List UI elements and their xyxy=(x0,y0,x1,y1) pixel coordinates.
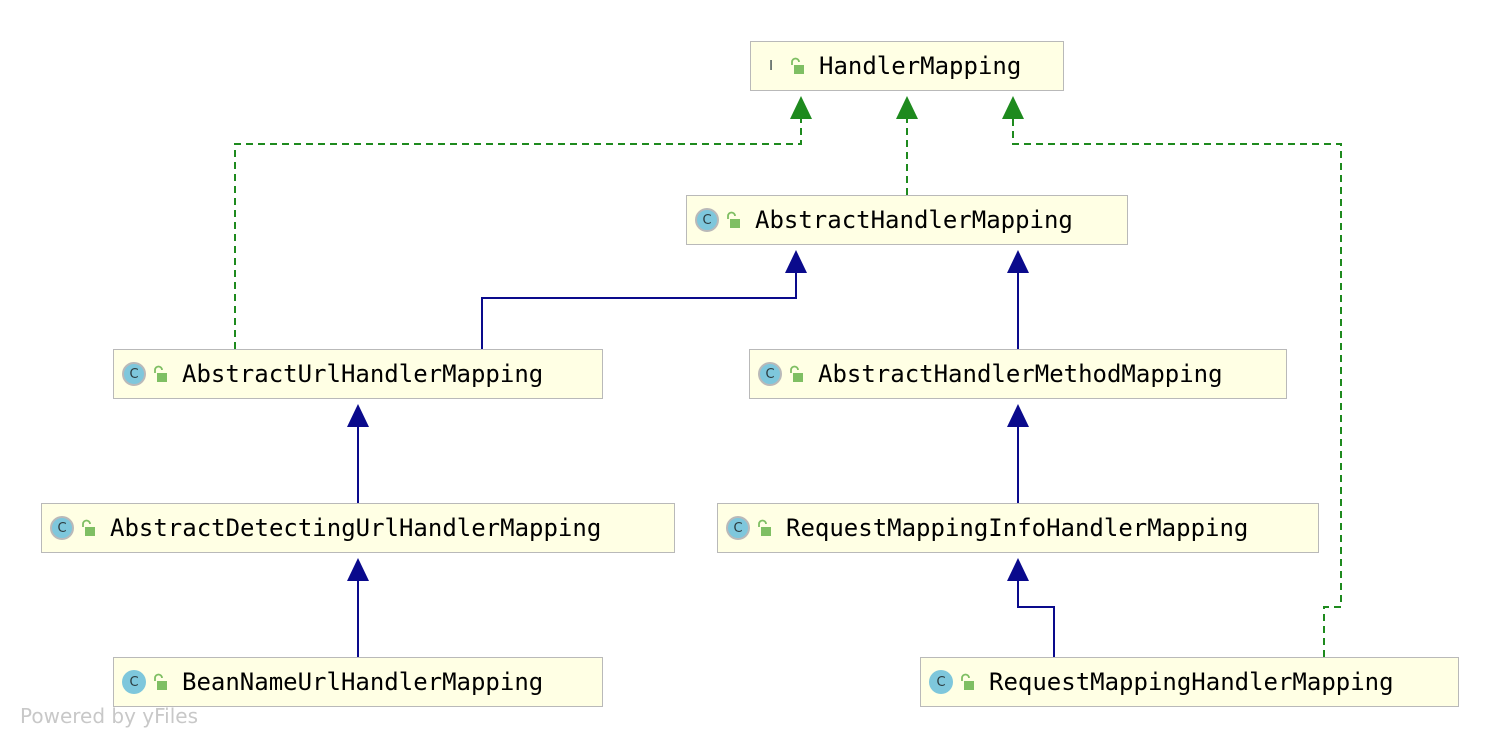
unlocked-icon xyxy=(790,365,803,382)
unlocked-icon xyxy=(791,57,804,74)
arrowhead xyxy=(785,250,807,273)
node-handler-mapping[interactable]: I HandlerMapping xyxy=(750,41,1064,91)
abstract-class-icon: C xyxy=(695,208,719,232)
abstract-class-icon: C xyxy=(758,362,782,386)
node-label: AbstractHandlerMethodMapping xyxy=(818,360,1223,388)
node-label: RequestMappingInfoHandlerMapping xyxy=(786,514,1249,542)
node-request-mapping-info-handler-mapping[interactable]: C RequestMappingInfoHandlerMapping xyxy=(717,503,1319,553)
unlocked-icon xyxy=(82,519,95,536)
class-icon: C xyxy=(929,670,953,694)
node-label: AbstractDetectingUrlHandlerMapping xyxy=(110,514,602,542)
unlocked-icon xyxy=(961,673,974,690)
arrowhead xyxy=(790,96,812,119)
unlocked-icon xyxy=(727,211,740,228)
arrowhead xyxy=(1002,96,1024,119)
edge-implements xyxy=(234,118,802,349)
node-bean-name-url-handler-mapping[interactable]: C BeanNameUrlHandlerMapping xyxy=(113,657,603,707)
edge-implements xyxy=(1012,118,1342,657)
arrowhead xyxy=(1007,558,1029,581)
arrowhead xyxy=(347,558,369,581)
edge-extends xyxy=(481,272,797,349)
node-abstract-detecting-url-handler-mapping[interactable]: C AbstractDetectingUrlHandlerMapping xyxy=(41,503,675,553)
node-label: BeanNameUrlHandlerMapping xyxy=(182,668,544,696)
watermark: Powered by yFiles xyxy=(20,704,198,728)
node-label: AbstractUrlHandlerMapping xyxy=(182,360,544,388)
node-abstract-url-handler-mapping[interactable]: C AbstractUrlHandlerMapping xyxy=(113,349,603,399)
class-icon: C xyxy=(122,670,146,694)
edge-extends xyxy=(1017,580,1055,657)
abstract-class-icon: C xyxy=(50,516,74,540)
arrowhead xyxy=(1007,404,1029,427)
interface-icon: I xyxy=(769,58,773,74)
unlocked-icon xyxy=(154,365,167,382)
unlocked-icon xyxy=(154,673,167,690)
node-label: RequestMappingHandlerMapping xyxy=(989,668,1394,696)
node-label: HandlerMapping xyxy=(819,52,1022,80)
unlocked-icon xyxy=(758,519,771,536)
node-request-mapping-handler-mapping[interactable]: C RequestMappingHandlerMapping xyxy=(920,657,1459,707)
node-label: AbstractHandlerMapping xyxy=(755,206,1073,234)
abstract-class-icon: C xyxy=(122,362,146,386)
abstract-class-icon: C xyxy=(726,516,750,540)
arrowhead xyxy=(347,404,369,427)
arrowhead xyxy=(1007,250,1029,273)
node-abstract-handler-method-mapping[interactable]: C AbstractHandlerMethodMapping xyxy=(749,349,1287,399)
arrowhead xyxy=(896,96,918,119)
node-abstract-handler-mapping[interactable]: C AbstractHandlerMapping xyxy=(686,195,1128,245)
